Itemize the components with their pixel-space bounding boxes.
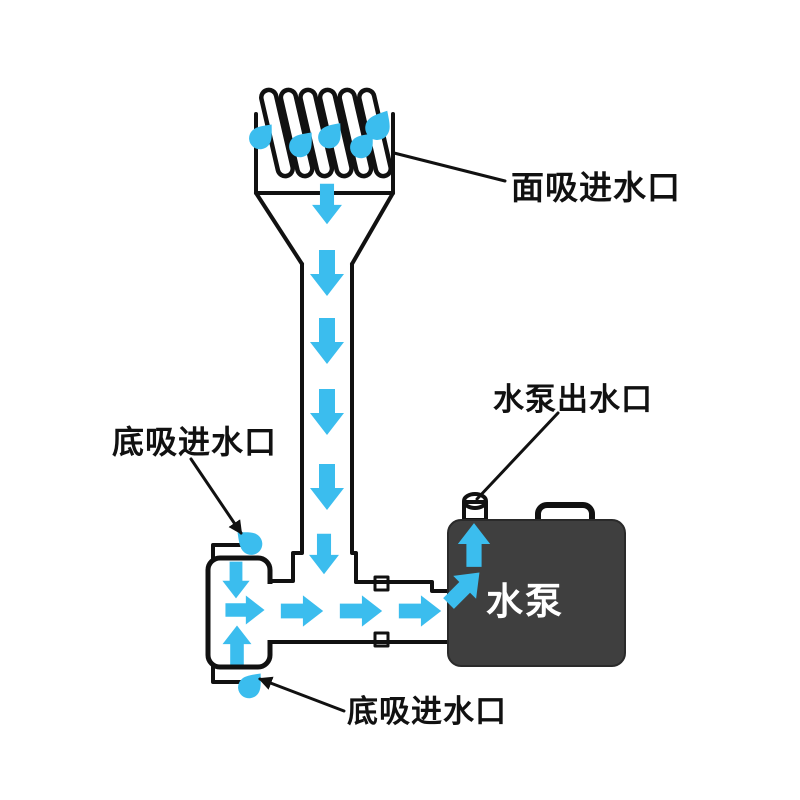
leader-lines xyxy=(189,151,560,713)
pump-body xyxy=(447,519,626,667)
grille-slot xyxy=(278,87,315,179)
chamber-bottom-tab xyxy=(211,664,246,684)
flow-arrow-icon xyxy=(310,389,344,435)
funnel-slope-left xyxy=(254,191,304,266)
water-drop-icon xyxy=(233,666,270,703)
label-surface-inlet: 面吸进水口 xyxy=(511,169,681,206)
flow-arrow-icon xyxy=(310,250,344,296)
flow-arrow-icon xyxy=(222,561,250,599)
chamber-top-tab xyxy=(211,543,246,561)
flow-arrow-icon xyxy=(225,595,265,625)
flow-arrow-icon xyxy=(309,533,339,575)
leader-line-pump-outlet xyxy=(475,411,560,501)
horizontal-pipe-top-edge xyxy=(354,580,451,593)
vertical-pipe-left-wall xyxy=(268,262,304,583)
pipe-connector-notch-top xyxy=(373,575,390,592)
pump-outlet-cylinder-top xyxy=(462,492,488,510)
flow-arrow-icon xyxy=(398,595,442,627)
flow-arrow-icon xyxy=(312,183,342,225)
horizontal-pipe xyxy=(268,575,451,648)
leader-line-bottom-inlet-lower xyxy=(258,676,346,713)
water-pump: 水泵 xyxy=(447,492,626,667)
bottom-intake-chamber xyxy=(205,543,276,684)
flow-arrow-icon xyxy=(339,595,383,627)
vertical-pipe xyxy=(268,262,358,584)
grille-slot xyxy=(337,87,374,179)
pipe-connector-notch-bottom xyxy=(373,631,390,648)
label-bottom-inlet-upper: 底吸进水口 xyxy=(112,424,277,460)
water-drop-icon xyxy=(230,523,267,560)
label-bottom-inlet-lower: 底吸进水口 xyxy=(347,694,507,729)
chamber-pipe-opening xyxy=(264,584,276,640)
flow-arrow-icon xyxy=(280,595,324,627)
flow-arrow-icon xyxy=(310,318,344,364)
vertical-pipe-right-wall xyxy=(350,262,358,584)
label-pump-outlet: 水泵出水口 xyxy=(493,382,653,417)
leader-line-surface-inlet xyxy=(392,151,507,183)
funnel-slope-right xyxy=(350,191,395,266)
flow-arrow-icon xyxy=(222,625,252,665)
diagram-labels: 面吸进水口 水泵出水口 底吸进水口 底吸进水口 xyxy=(112,169,681,729)
flow-arrow-icon xyxy=(310,464,344,510)
leader-line-bottom-inlet-upper xyxy=(189,457,243,535)
pump-body-label: 水泵 xyxy=(486,581,564,622)
